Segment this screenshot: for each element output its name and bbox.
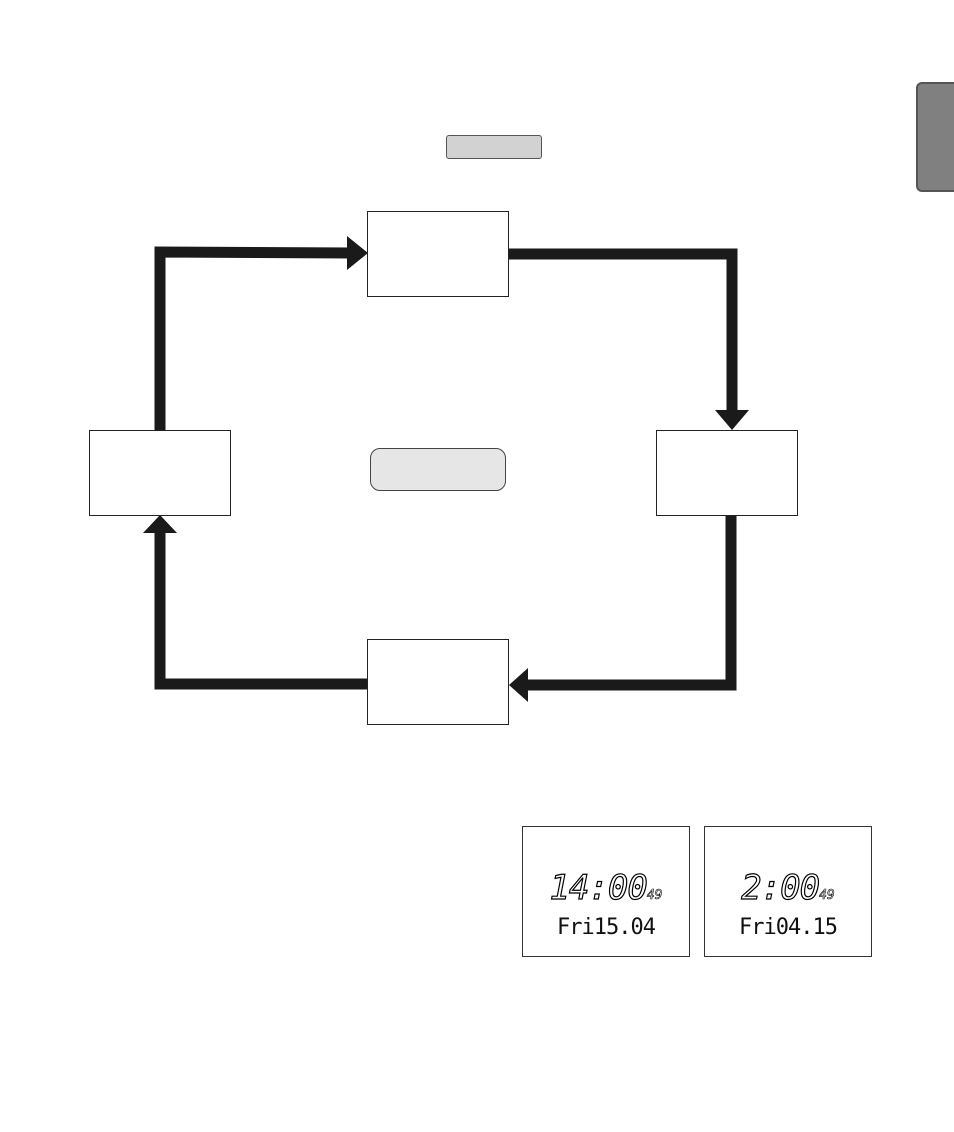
arrowhead-into-right-box <box>715 410 749 430</box>
section-tab <box>916 82 954 192</box>
cycle-box-top <box>367 211 509 297</box>
arrow-bottom-to-left <box>154 533 367 690</box>
lcd-date: Fri04.15 <box>739 915 838 940</box>
arrow-right-to-bottom <box>526 515 737 691</box>
mode-button-indicator <box>446 135 542 159</box>
lcd-display-24h: 14:0049 Fri15.04 <box>522 826 690 957</box>
lcd-time: 14:0049 <box>523 868 689 913</box>
arrow-top-to-right <box>509 248 738 412</box>
lcd-display-12h: 2:0049 Fri04.15 <box>704 826 872 957</box>
lcd-seconds: 49 <box>819 888 835 904</box>
lcd-time-value: 14:00 <box>549 868 649 908</box>
lcd-date: Fri15.04 <box>557 915 656 940</box>
lcd-time-value: 2:00 <box>741 868 821 908</box>
lcd-seconds: 49 <box>646 888 663 904</box>
arrowhead-into-left-box <box>143 515 177 533</box>
arrow-left-to-top <box>154 246 353 430</box>
cycle-box-left <box>89 430 231 516</box>
center-button-indicator <box>370 448 506 491</box>
arrowhead-into-top-box <box>347 236 368 270</box>
cycle-box-bottom <box>367 639 509 725</box>
cycle-box-right <box>656 430 798 516</box>
lcd-time: 2:0049 <box>705 868 871 913</box>
arrowhead-into-bottom-box <box>509 668 528 702</box>
